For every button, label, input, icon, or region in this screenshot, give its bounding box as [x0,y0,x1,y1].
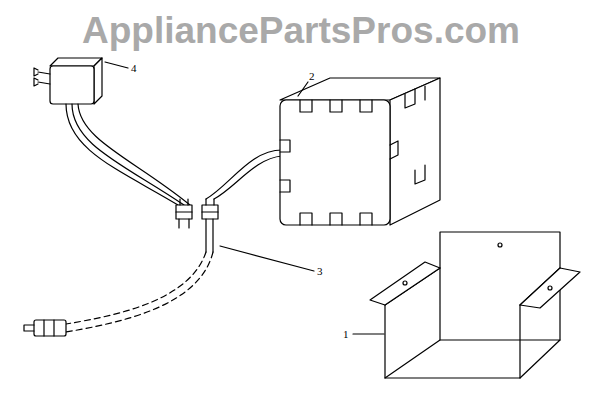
dashed-wire [66,252,213,332]
leader-line [298,82,308,96]
leader-line [353,333,384,334]
callout-number: 4 [131,63,137,74]
wire [72,104,184,205]
wire [206,150,282,199]
transformer [34,58,102,104]
callout-number: 3 [317,266,323,277]
mounting-bracket [370,232,580,378]
callout-number: 1 [343,329,349,340]
dashed-wire [66,252,206,324]
battery-pack [280,78,440,225]
connector [202,199,218,252]
wire [78,104,190,205]
leader-line [220,246,314,271]
plug [24,320,66,336]
wire [214,156,282,199]
callout-number: 2 [309,71,315,82]
connector [176,199,192,228]
leader-line [105,62,128,68]
watermark: AppliancePartsPros.com [82,12,520,49]
